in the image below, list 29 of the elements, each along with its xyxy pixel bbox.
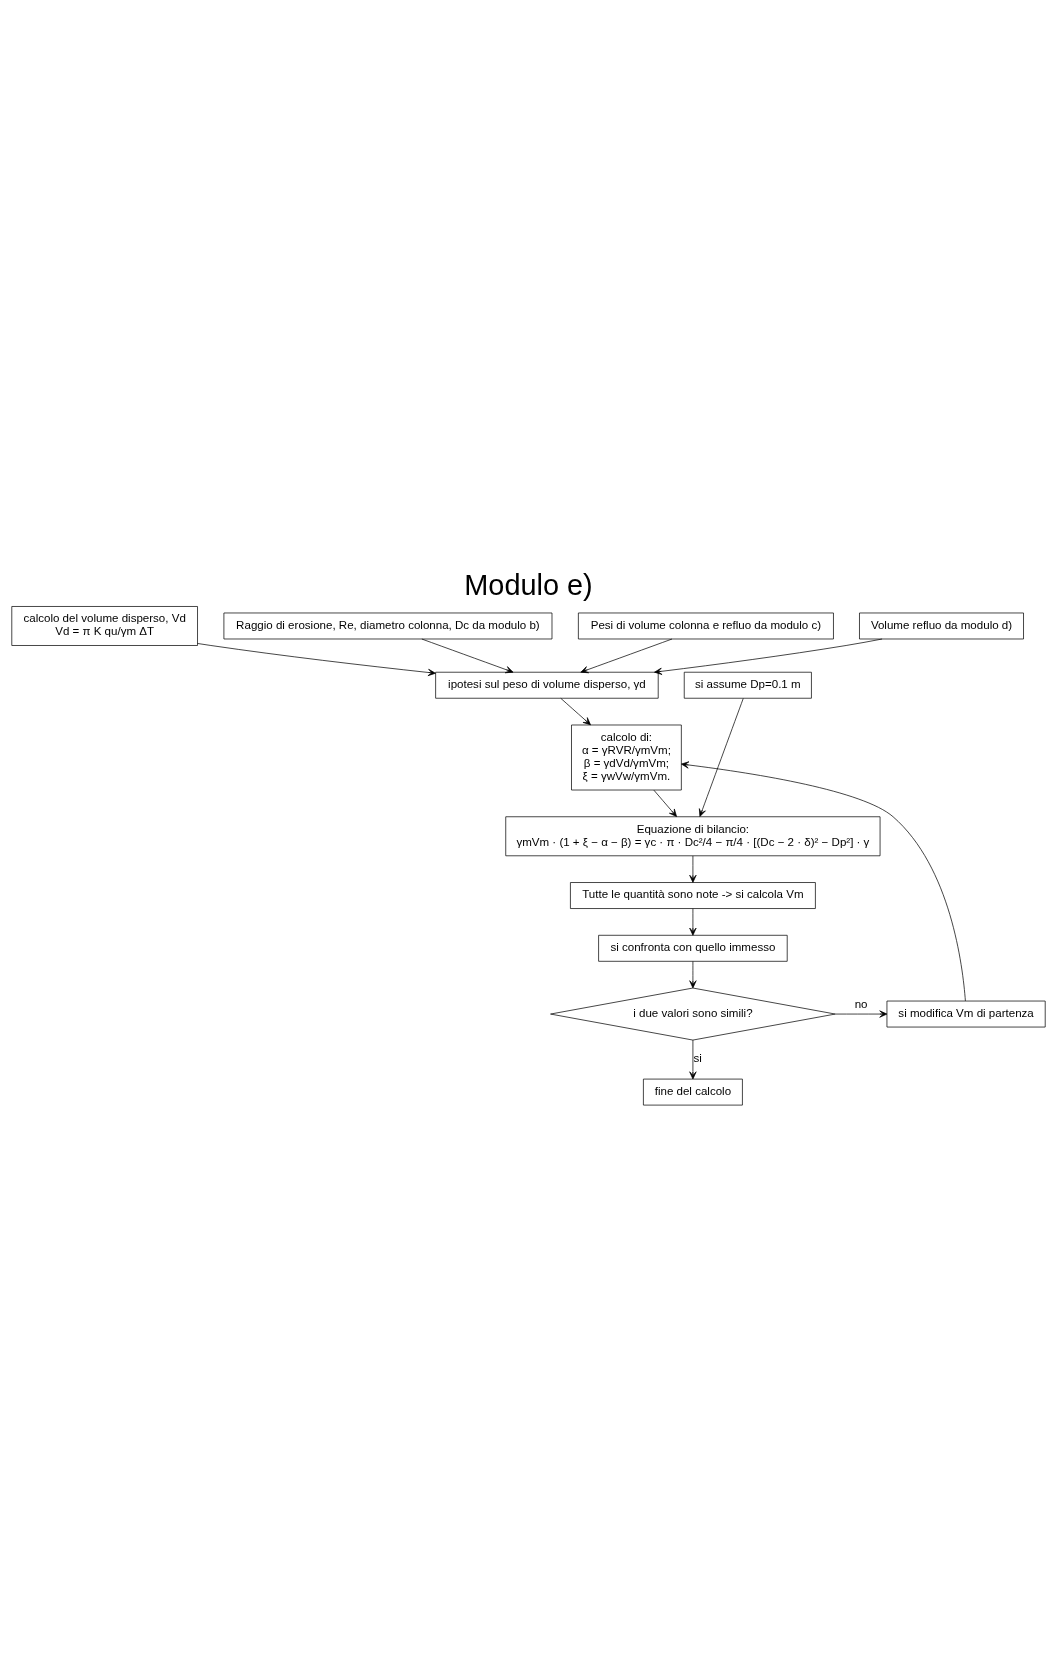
arrow <box>834 1009 888 1018</box>
diagram-title: Modulo e) <box>464 568 593 601</box>
node-diamond: i due valori sono simili? <box>550 987 836 1040</box>
node-box: si confronta con quello immesso <box>598 934 788 962</box>
arrow <box>197 642 436 676</box>
arrow <box>654 638 883 675</box>
edge-label: no <box>854 997 868 1010</box>
node-box: calcolo del volume disperso, Vd Vd = π K qu/γm ΔT <box>11 605 198 646</box>
node-box: Raggio di erosione, Re, diametro colonna, Dc da modulo b) <box>223 612 553 639</box>
arrow <box>698 697 744 817</box>
edge-label: si <box>693 1051 702 1064</box>
arrow <box>689 1039 697 1079</box>
arrow <box>560 697 591 725</box>
arrow <box>653 789 677 817</box>
node-box: si assume Dp=0.1 m <box>683 671 812 699</box>
arrow <box>681 760 966 1001</box>
arrow <box>689 960 697 988</box>
node-box: ipotesi sul peso di volume disperso, γd <box>435 671 659 699</box>
node-box: fine del calcolo <box>643 1078 743 1105</box>
node-box: calcolo di: α = γRVR/γmVm; β = γdVd/γmVm; ξ = γwVw/γmVm. <box>571 724 682 790</box>
node-box: Tutte le quantità sono note -> si calcola Vm <box>570 881 816 909</box>
node-box: si modifica Vm di partenza <box>886 1000 1046 1027</box>
arrow <box>689 855 697 883</box>
arrow <box>421 638 514 673</box>
node-box: Pesi di volume colonna e refluo da modulo c) <box>578 612 834 639</box>
node-box: Volume refluo da modulo d) <box>859 612 1024 639</box>
arrow <box>689 907 697 936</box>
node-box: Equazione di bilancio: γmVm · (1 + ξ − α − β) = γc · π · Dc²/4 − π/4 · [(Dc − 2 · δ)² − Dp²] · γ <box>505 815 881 856</box>
arrow <box>580 638 673 673</box>
